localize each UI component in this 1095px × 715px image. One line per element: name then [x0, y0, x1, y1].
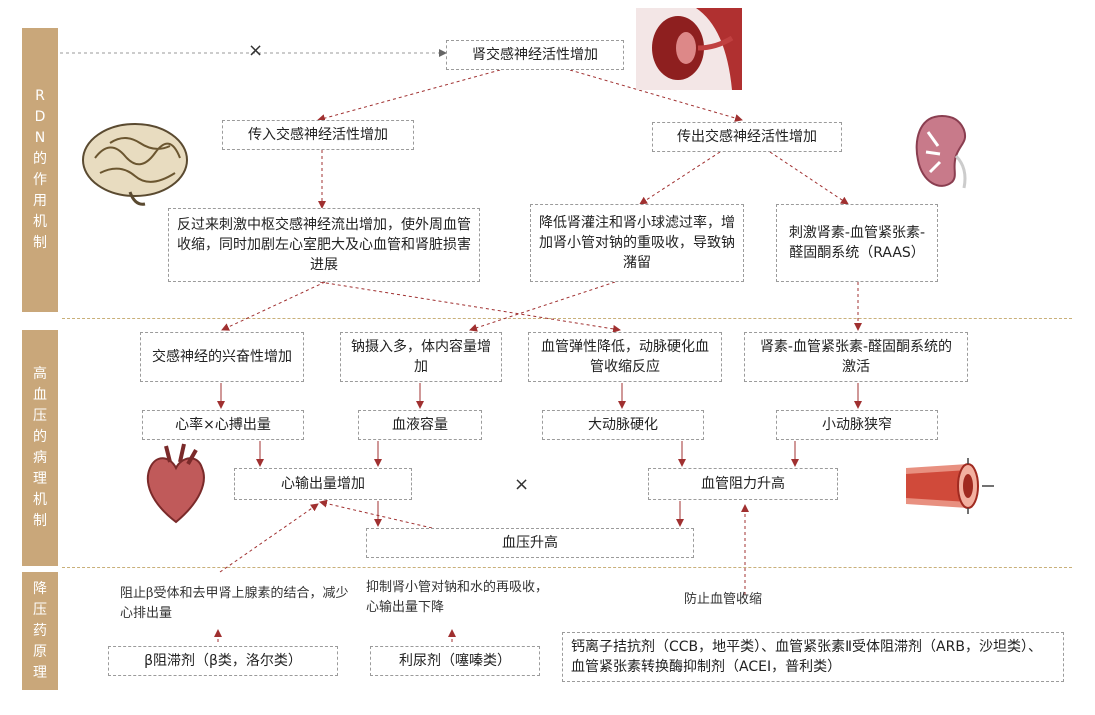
brain-icon: [82, 123, 188, 206]
heart-icon: [146, 443, 205, 524]
drug-ccb-arb-acei: 钙离子拮抗剂（CCB，地平类）、血管紧张素Ⅱ受体阻滞剂（ARB，沙坦类）、血管紧…: [562, 632, 1064, 682]
node-elasticity: 血管弹性降低，动脉硬化血管收缩反应: [528, 332, 722, 382]
note-beta-blocker: 阻止β受体和去甲肾上腺素的结合，减少心排出量: [120, 586, 349, 621]
node-vascular-resistance: 血管阻力升高: [648, 468, 838, 500]
node-blood-pressure: 血压升高: [366, 528, 694, 558]
node-renal-sympathetic: 肾交感神经活性增加: [446, 40, 624, 70]
node-raas-active: 肾素-血管紧张素-醛固酮系统的激活: [744, 332, 968, 382]
note-diuretic: 抑制肾小管对钠和水的再吸收，心输出量下降: [366, 580, 549, 615]
node-heart-rate: 心率×心搏出量: [142, 410, 304, 440]
section-separator: [62, 567, 1072, 568]
note-vasoconstriction: 防止血管收缩: [684, 592, 763, 607]
block-cross-top: ×: [248, 40, 264, 61]
drug-beta-blocker: β阻滞剂（β类，洛尔类）: [108, 646, 338, 676]
node-symp-excite: 交感神经的兴奋性增加: [140, 332, 304, 382]
cross-mid: ×: [514, 474, 530, 495]
node-efferent: 传出交感神经活性增加: [652, 122, 842, 152]
node-raas: 刺激肾素-血管紧张素-醛固酮系统（RAAS）: [776, 204, 938, 282]
node-aorta: 大动脉硬化: [542, 410, 704, 440]
node-afferent: 传入交感神经活性增加: [222, 120, 414, 150]
kidney-section-icon: [915, 114, 967, 189]
section-separator: [62, 318, 1072, 319]
node-blood-volume: 血液容量: [358, 410, 482, 440]
kidney-photo-icon: [636, 8, 742, 90]
sidebar-pathology: 高血压的病理机制: [22, 330, 58, 566]
drug-diuretic: 利尿剂（噻嗪类）: [370, 646, 540, 676]
node-sodium: 钠摄入多，体内容量增加: [340, 332, 502, 382]
sidebar-treatment: 降压药原理: [22, 572, 58, 690]
sidebar-rdn: RDN的作用机制: [22, 28, 58, 312]
node-cardiac-output: 心输出量增加: [234, 468, 412, 500]
node-renal-perfusion: 降低肾灌注和肾小球滤过率，增加肾小管对钠的重吸收，导致钠潴留: [530, 204, 744, 282]
artery-icon: [906, 458, 994, 514]
node-central-outflow: 反过来刺激中枢交感神经流出增加，使外周血管收缩，同时加剧左心室肥大及心血管和肾脏…: [168, 208, 480, 282]
node-arteriole: 小动脉狭窄: [776, 410, 938, 440]
